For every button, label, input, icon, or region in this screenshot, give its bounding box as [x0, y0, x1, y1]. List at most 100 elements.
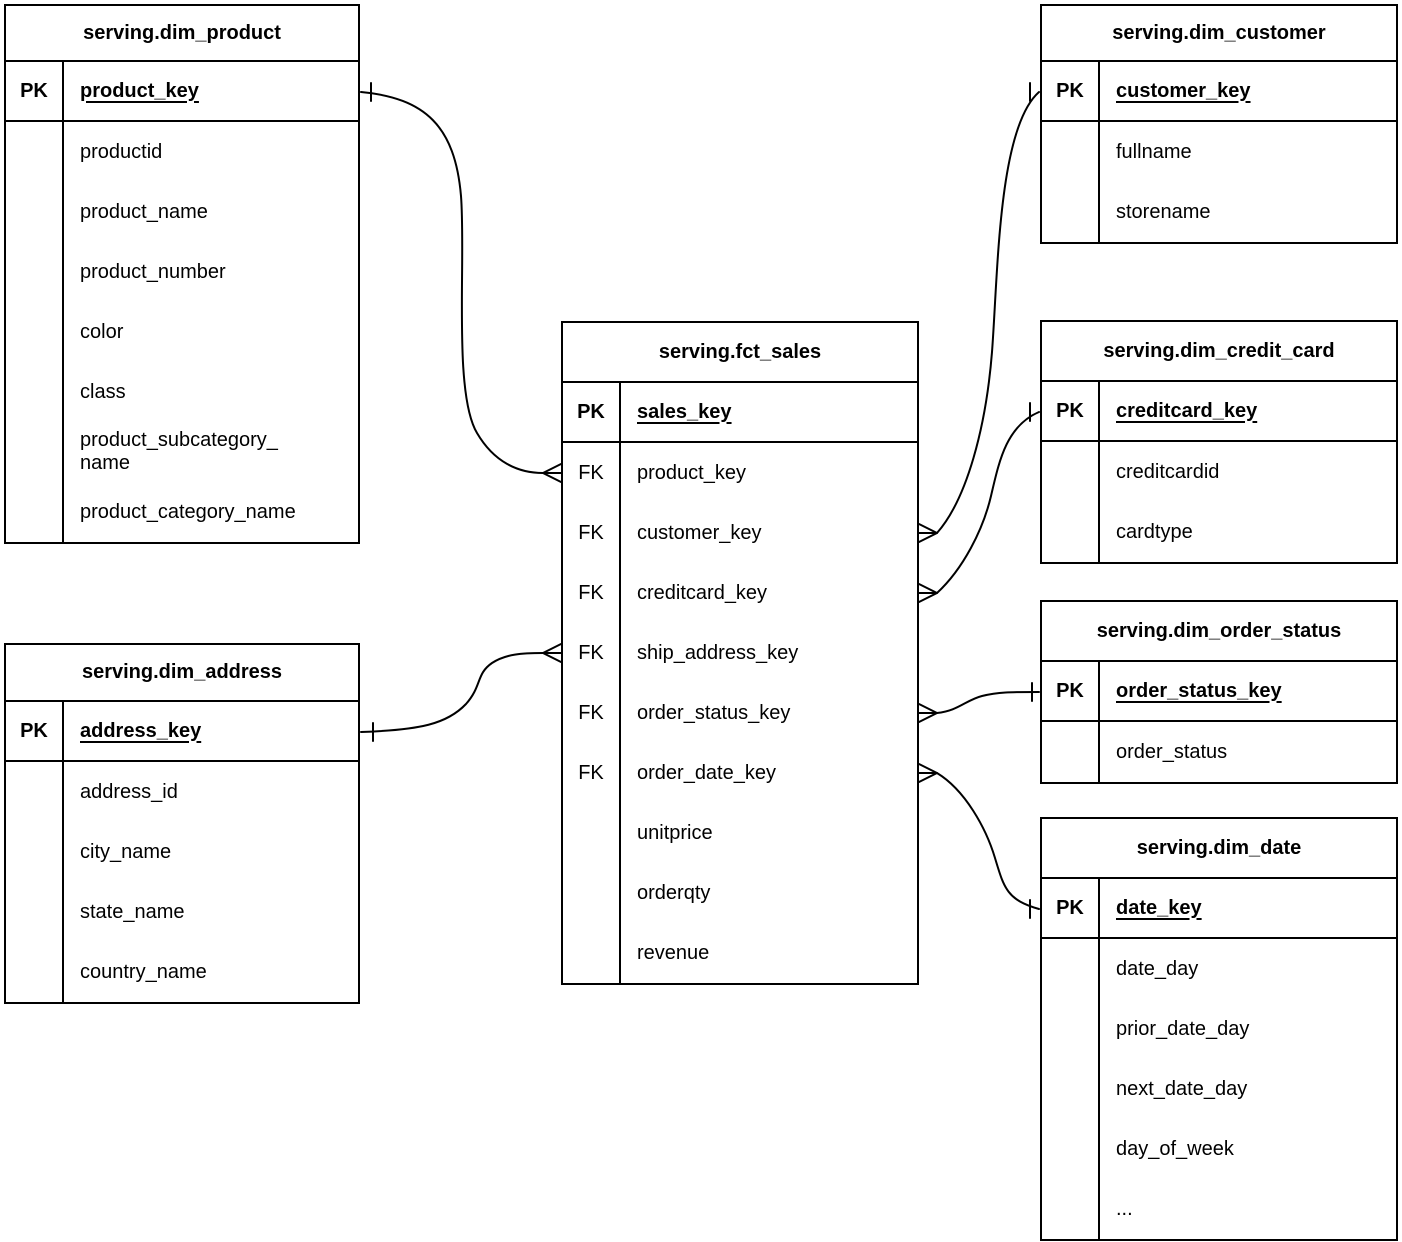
key-badge: [563, 863, 621, 923]
field-name: customer_key: [637, 521, 762, 544]
key-badge: [6, 942, 64, 1002]
key-badge: FK: [563, 503, 621, 563]
table-row: address_id: [6, 762, 358, 822]
key-badge: FK: [563, 683, 621, 743]
key-badge: [6, 242, 64, 302]
key-badge: [1042, 939, 1100, 999]
key-badge: PK: [1042, 879, 1100, 937]
table-row: day_of_week: [1042, 1119, 1396, 1179]
field-name: order_status_key: [637, 701, 791, 724]
pk-row: PK product_key: [6, 62, 358, 122]
key-badge: FK: [563, 563, 621, 623]
field-name: day_of_week: [1116, 1137, 1234, 1160]
table-row: orderqty: [563, 863, 917, 923]
relation-customer-line: [936, 91, 1040, 534]
field-name: orderqty: [637, 881, 711, 904]
pk-row: PK sales_key: [563, 383, 917, 443]
pk-field-name: customer_key: [1116, 79, 1251, 102]
table-body: order_status: [1042, 722, 1396, 782]
key-badge: [1042, 442, 1100, 502]
field-name: ...: [1116, 1197, 1133, 1220]
table-title: serving.dim_order_status: [1042, 602, 1396, 662]
key-badge: PK: [1042, 62, 1100, 120]
table-row: order_status: [1042, 722, 1396, 782]
field-name: unitprice: [637, 821, 713, 844]
field-name: product_subcategory_ name: [80, 429, 278, 474]
pk-field-name: address_key: [80, 719, 202, 742]
key-badge: [6, 182, 64, 242]
key-badge: [6, 822, 64, 882]
relation-creditcard-line: [936, 411, 1040, 594]
relation-order-status: [918, 682, 1040, 723]
pk-row: PK date_key: [1042, 879, 1396, 939]
table-row: product_subcategory_ name: [6, 422, 358, 482]
many-crow-foot-icon: [542, 463, 562, 483]
field-name: productid: [80, 140, 163, 163]
many-crow-foot-icon: [918, 763, 938, 783]
table-row: country_name: [6, 942, 358, 1002]
key-badge: [1042, 1179, 1100, 1239]
field-name: storename: [1116, 200, 1211, 223]
key-badge: PK: [1042, 662, 1100, 720]
table-row: next_date_day: [1042, 1059, 1396, 1119]
relation-date-line: [936, 772, 1040, 910]
field-name: color: [80, 320, 124, 343]
key-badge: PK: [1042, 382, 1100, 440]
pk-field-name: creditcard_key: [1116, 399, 1258, 422]
key-badge: PK: [6, 62, 64, 120]
field-name: order_status: [1116, 740, 1228, 763]
table-body: creditcardid cardtype: [1042, 442, 1396, 562]
table-title: serving.dim_customer: [1042, 6, 1396, 62]
key-badge: [1042, 182, 1100, 242]
table-row: product_name: [6, 182, 358, 242]
key-badge: [6, 302, 64, 362]
many-crow-foot-icon: [542, 643, 562, 663]
key-badge: [1042, 1059, 1100, 1119]
entity-dim-product: serving.dim_product PK product_key produ…: [4, 4, 360, 544]
pk-row: PK address_key: [6, 702, 358, 762]
table-row: productid: [6, 122, 358, 182]
field-name: date_day: [1116, 957, 1199, 980]
pk-row: PK order_status_key: [1042, 662, 1396, 722]
pk-field-name: product_key: [80, 79, 199, 102]
table-row: fullname: [1042, 122, 1396, 182]
table-row: creditcardid: [1042, 442, 1396, 502]
pk-row: PK creditcard_key: [1042, 382, 1396, 442]
field-name: country_name: [80, 960, 207, 983]
field-name: address_id: [80, 780, 178, 803]
key-badge: FK: [563, 443, 621, 503]
table-row: product_category_name: [6, 482, 358, 542]
table-body: fullname storename: [1042, 122, 1396, 242]
key-badge: PK: [563, 383, 621, 441]
relation-product: [360, 82, 562, 483]
key-badge: PK: [6, 702, 64, 760]
relation-order-status-line: [936, 691, 1040, 714]
field-name: creditcardid: [1116, 460, 1220, 483]
relation-address: [360, 643, 562, 742]
field-name: class: [80, 380, 126, 403]
field-name: cardtype: [1116, 520, 1193, 543]
table-row: state_name: [6, 882, 358, 942]
many-crow-foot-icon: [918, 703, 938, 723]
key-badge: [6, 362, 64, 422]
table-title: serving.dim_address: [6, 645, 358, 702]
table-title: serving.dim_credit_card: [1042, 322, 1396, 382]
many-crow-foot-icon: [918, 583, 938, 603]
table-title: serving.dim_product: [6, 6, 358, 62]
entity-dim-customer: serving.dim_customer PK customer_key ful…: [1040, 4, 1398, 244]
table-row: class: [6, 362, 358, 422]
many-crow-foot-icon: [918, 523, 938, 543]
entity-dim-credit-card: serving.dim_credit_card PK creditcard_ke…: [1040, 320, 1398, 564]
field-name: product_name: [80, 200, 208, 223]
pk-row: PK customer_key: [1042, 62, 1396, 122]
